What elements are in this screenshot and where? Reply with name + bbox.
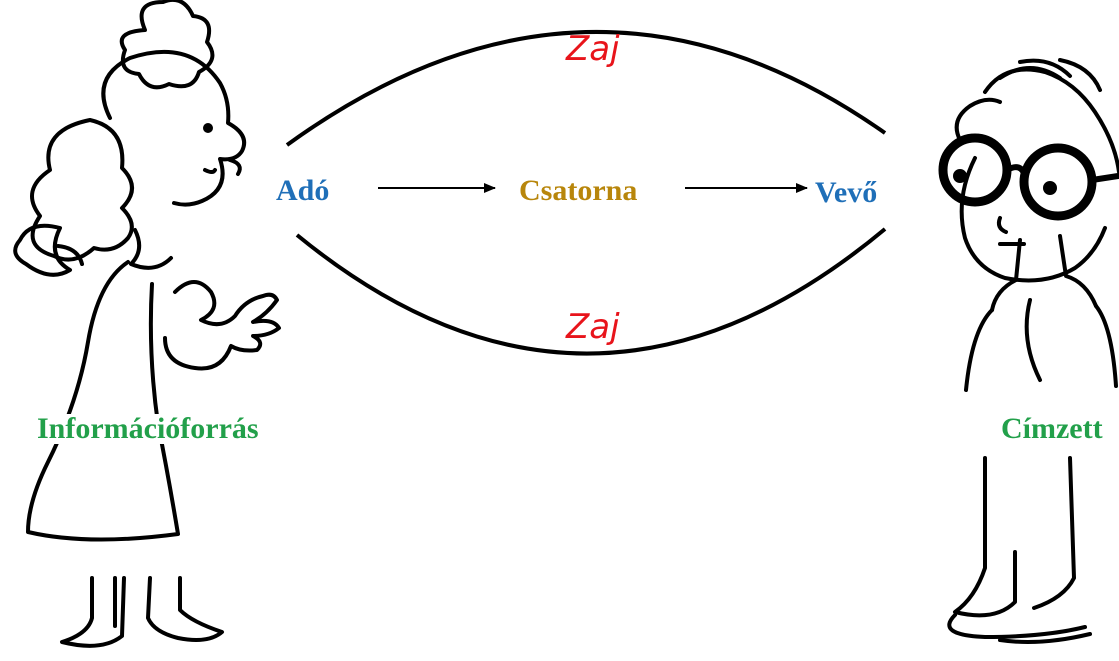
noise-arc-top <box>285 29 887 147</box>
sender-node: Adó <box>276 174 330 207</box>
girl-speaking-illustration <box>13 0 281 648</box>
source-label: Információforrás <box>37 412 259 445</box>
noise-label-bottom: Zaj <box>566 307 620 347</box>
channel-node: Csatorna <box>519 174 638 207</box>
boy-with-glasses-illustration <box>938 58 1119 644</box>
receiver-node: Vevő <box>815 176 878 209</box>
noise-arc-bottom <box>295 227 887 356</box>
noise-label-top: Zaj <box>566 29 620 69</box>
destination-label: Címzett <box>1001 412 1103 445</box>
